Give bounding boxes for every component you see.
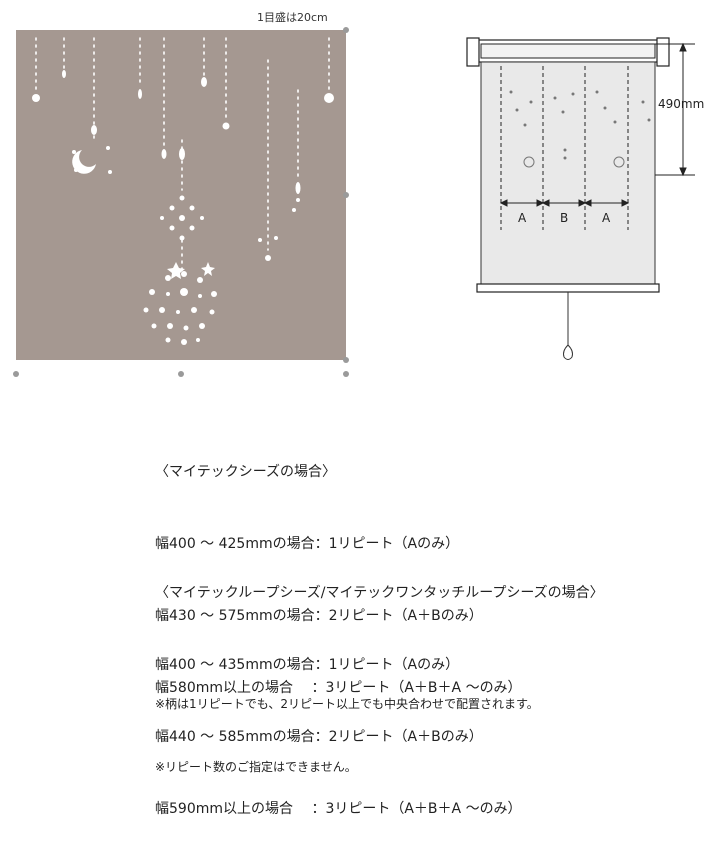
section1-row: 幅400 ～ 425mmの場合：1リピート（Aのみ） xyxy=(155,536,460,552)
scale-dot xyxy=(343,371,349,377)
scale-dot xyxy=(343,192,349,198)
repeat-label-a2: A xyxy=(602,211,611,225)
notes: ※柄は1リピートでも、2リピート以上でも中央合わせで配置されます。 ※リピート数… xyxy=(155,652,539,799)
roller-blind-diagram xyxy=(455,30,715,370)
fabric-swatch xyxy=(16,30,346,360)
scale-note: 1目盛は20cm xyxy=(257,11,328,24)
scale-dot xyxy=(343,357,349,363)
section1: 〈マイテックシーズの場合〉 幅400 ～ 425mmの場合：1リピート（Aのみ）… xyxy=(155,412,522,724)
note-line: ※柄は1リピートでも、2リピート以上でも中央合わせで配置されます。 xyxy=(155,697,539,711)
section2-title: 〈マイテックループシーズ/マイテックワンタッチループシーズの場合〉 xyxy=(155,585,604,601)
pattern-graphic xyxy=(32,37,334,345)
section1-title: 〈マイテックシーズの場合〉 xyxy=(155,464,337,480)
scale-dot xyxy=(343,27,349,33)
scale-dot xyxy=(178,371,184,377)
repeat-label-b: B xyxy=(560,211,569,225)
drop-length-label: 490mm xyxy=(658,97,705,111)
note-line: ※リピート数のご指定はできません。 xyxy=(155,760,357,774)
section2-row: 幅400 ～ 435mmの場合：1リピート（Aのみ） xyxy=(155,657,460,673)
repeat-label-a1: A xyxy=(518,211,527,225)
scale-dot xyxy=(13,371,19,377)
section1-row: 幅430 ～ 575mmの場合：2リピート（A＋Bのみ） xyxy=(155,608,483,624)
section1-row: 幅580mm以上の場合 ：3リピート（A＋B＋A ～のみ） xyxy=(155,680,522,696)
section2-row: 幅590mm以上の場合 ：3リピート（A＋B＋A ～のみ） xyxy=(155,801,522,817)
